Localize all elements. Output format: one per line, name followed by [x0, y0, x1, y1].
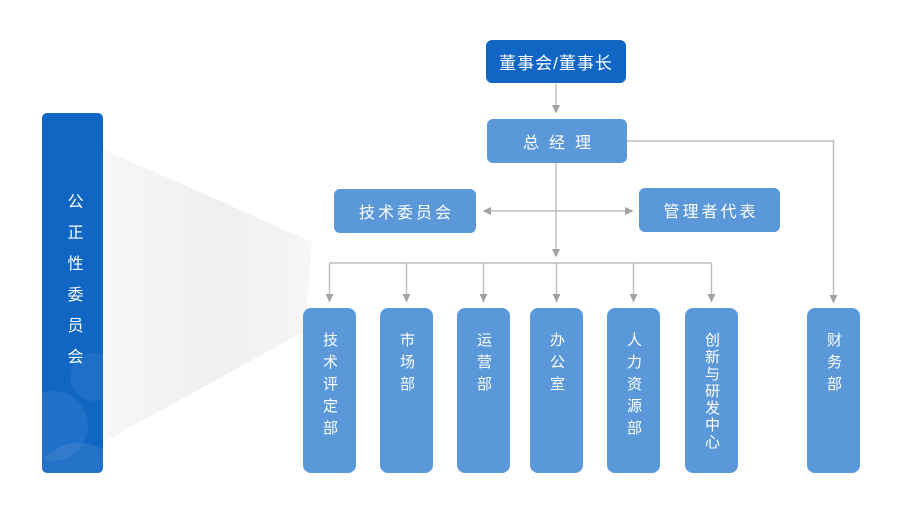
org-box-tech-committee: 技术委员会 [334, 189, 476, 233]
dept-label: 创新与研发中心 [703, 332, 720, 451]
impartiality-committee-bar: 公正性委员会 [42, 113, 103, 473]
dept-box-operations: 运营部 [457, 308, 510, 473]
org-box-general-manager: 总经理 [487, 119, 627, 163]
dept-label: 市场部 [398, 332, 415, 398]
dept-label: 财务部 [825, 332, 842, 398]
impartiality-committee-label: 公正性委员会 [64, 193, 82, 379]
org-box-tech-committee-label: 技术委员会 [358, 205, 454, 222]
org-box-general-manager-label: 总经理 [522, 135, 601, 152]
beam-shape [96, 146, 312, 444]
dept-box-technical-assessment: 技术评定部 [303, 308, 356, 473]
dept-label: 运营部 [475, 332, 492, 398]
org-box-management-representative: 管理者代表 [639, 188, 780, 232]
org-box-management-representative-label: 管理者代表 [663, 204, 759, 221]
dept-box-finance: 财务部 [807, 308, 860, 473]
dept-label: 人力资源部 [625, 332, 642, 442]
org-box-board: 董事会/董事长 [486, 40, 626, 83]
dept-label: 办公室 [548, 332, 565, 398]
dept-box-innovation-rd-center: 创新与研发中心 [685, 308, 738, 473]
org-box-board-label: 董事会/董事长 [499, 54, 613, 73]
dept-box-marketing: 市场部 [380, 308, 433, 473]
dept-box-human-resources: 人力资源部 [607, 308, 660, 473]
dept-label: 技术评定部 [321, 332, 338, 442]
dept-box-office: 办公室 [530, 308, 583, 473]
